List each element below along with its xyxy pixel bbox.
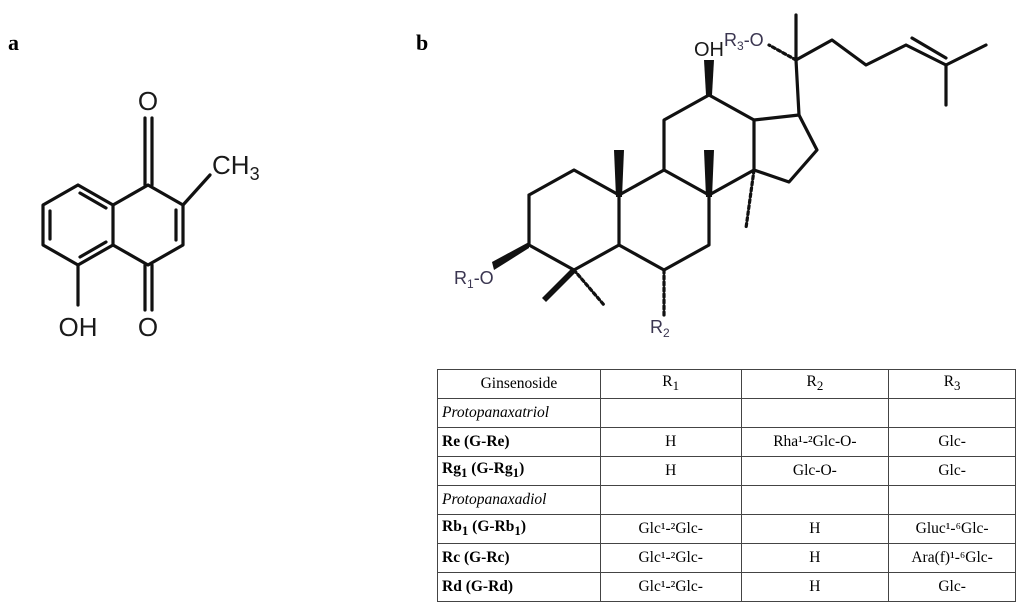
group-empty-cell — [888, 485, 1016, 515]
group-name: Protopanaxatriol — [437, 398, 601, 428]
group-empty-cell — [599, 485, 742, 515]
r3-suffix: -O — [744, 30, 764, 50]
header-r2: R2 — [740, 369, 890, 399]
r3-subscript: 3 — [737, 39, 744, 53]
cell-r3: Ara(f)¹-⁶Glc- — [888, 543, 1016, 573]
cell-r2: H — [740, 572, 890, 602]
cell-r2: Rha¹-²Glc-O- — [740, 427, 890, 457]
group-empty-cell — [599, 398, 742, 428]
cell-r2: Glc-O- — [740, 456, 890, 486]
methyl-subscript: 3 — [250, 164, 260, 184]
structure-a: O O OH CH3 — [41, 86, 260, 342]
r2-letter: R — [650, 317, 663, 337]
methyl-group: CH3 — [212, 150, 260, 184]
table-header-row: Ginsenoside R1 R2 R3 — [437, 369, 1016, 399]
ginsenoside-name: Rb1 (G-Rb1) — [437, 514, 601, 544]
cell-r1: Glc¹-²Glc- — [599, 514, 742, 544]
group-row: Protopanaxatriol — [437, 398, 1016, 428]
r3-letter: R — [724, 30, 737, 50]
r1-o-group: R1-O — [454, 268, 494, 291]
r1-letter: R — [454, 268, 467, 288]
ginsenoside-name: Rd (G-Rd) — [437, 572, 601, 602]
cell-r1: H — [599, 427, 742, 457]
hydroxyl-group: OH — [59, 312, 98, 342]
panel-label-b: b — [416, 30, 429, 55]
group-row: Protopanaxadiol — [437, 485, 1016, 515]
group-empty-cell — [740, 398, 890, 428]
ginsenoside-name: Rc (G-Rc) — [437, 543, 601, 573]
r2-group: R2 — [650, 317, 670, 340]
carbonyl-oxygen-bottom: O — [138, 312, 158, 342]
ginsenoside-name: Rg1 (G-Rg1) — [437, 456, 601, 486]
structure-b-bonds — [492, 13, 988, 317]
group-empty-cell — [888, 398, 1016, 428]
c12-hydroxyl: OH — [694, 39, 724, 61]
cell-r3: Glc- — [888, 456, 1016, 486]
header-r3: R3 — [888, 369, 1016, 399]
cell-r1: Glc¹-²Glc- — [599, 543, 742, 573]
cell-r3: Gluc¹-⁶Glc- — [888, 514, 1016, 544]
r1-suffix: -O — [474, 268, 494, 288]
group-empty-cell — [740, 485, 890, 515]
methyl-ch: CH — [212, 150, 250, 180]
r1-subscript: 1 — [467, 277, 474, 291]
panel-label-a: a — [8, 30, 19, 55]
cell-r3: Glc- — [888, 572, 1016, 602]
header-r1: R1 — [599, 369, 742, 399]
r3-o-group: R3-O — [724, 30, 764, 53]
structure-a-bonds — [41, 116, 212, 312]
cell-r1: Glc¹-²Glc- — [599, 572, 742, 602]
r2-subscript: 2 — [663, 326, 670, 340]
cell-r2: H — [740, 514, 890, 544]
ginsenoside-name: Re (G-Re) — [437, 427, 601, 457]
carbonyl-oxygen-top: O — [138, 86, 158, 116]
group-name: Protopanaxadiol — [437, 485, 601, 515]
structure-b: OH R3-O R1-O R2 — [454, 13, 988, 340]
cell-r3: Glc- — [888, 427, 1016, 457]
cell-r2: H — [740, 543, 890, 573]
cell-r1: H — [599, 456, 742, 486]
header-ginsenoside: Ginsenoside — [437, 369, 601, 399]
